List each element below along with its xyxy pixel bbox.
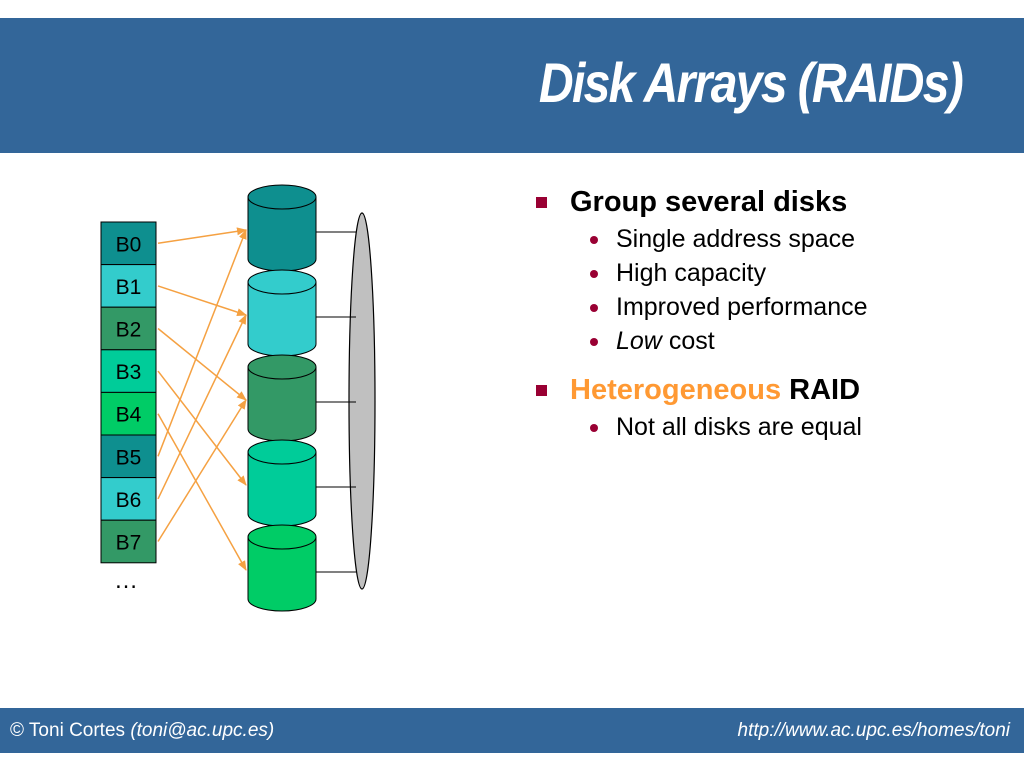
bullet-title-highlight: Heterogeneous [570, 374, 782, 406]
block-label: B3 [116, 361, 142, 384]
sub-bullet-emphasis: Low [616, 327, 662, 355]
sub-bullet-text: High capacity [616, 259, 767, 287]
block-cell [100, 391, 157, 436]
dot-bullet-icon [590, 424, 598, 432]
block-cell [100, 306, 157, 351]
bullet-title: RAID [781, 374, 861, 406]
bus-ellipse [348, 212, 376, 590]
bullet-list: Group several disks Single address space… [532, 182, 1012, 444]
square-bullet-icon [536, 385, 547, 396]
slide-title: Disk Arrays (RAIDs) [538, 51, 964, 114]
block-label: B2 [116, 319, 142, 342]
disk-top [247, 354, 317, 380]
block-label: B6 [116, 489, 142, 512]
disk-top [247, 524, 317, 550]
sub-bullet: Improved performance [532, 290, 1012, 324]
block-cell [100, 349, 157, 393]
sub-bullet-text: Not all disks are equal [616, 413, 862, 441]
block-cell [100, 519, 157, 564]
mapping-arrow [157, 229, 247, 457]
disk-top [247, 439, 317, 465]
block-cell [100, 477, 157, 521]
footer-author: © Toni Cortes (toni@ac.upc.es) [10, 720, 274, 742]
sub-bullet: Not all disks are equal [532, 410, 1012, 444]
block-label: B0 [116, 233, 142, 256]
dot-bullet-icon [590, 270, 598, 278]
block-label: B7 [116, 532, 142, 555]
disk-body [247, 537, 317, 612]
sub-bullet-text: cost [661, 327, 715, 355]
mapping-arrow [157, 285, 247, 316]
block-ellipsis: … [114, 567, 138, 594]
block-cell [100, 264, 157, 308]
block-label: B4 [116, 404, 142, 427]
dot-bullet-icon [590, 304, 598, 312]
mapping-arrow [157, 370, 247, 486]
footer-email: (toni@ac.upc.es) [130, 720, 275, 741]
sub-bullet: Low cost [532, 324, 1012, 358]
block-cell [100, 434, 157, 479]
sub-bullet-text: Improved performance [616, 293, 868, 321]
mapping-arrow [157, 327, 247, 401]
sub-bullet: Single address space [532, 222, 1012, 256]
sub-bullet-text: Single address space [616, 225, 856, 253]
block-label: B5 [116, 446, 142, 469]
block-label: B1 [116, 276, 142, 299]
mapping-arrow [157, 399, 247, 542]
header-band [0, 18, 1024, 153]
mapping-arrow [157, 227, 247, 245]
bullet-title: Group several disks [570, 186, 848, 218]
square-bullet-icon [536, 197, 547, 208]
sub-bullet: High capacity [532, 256, 1012, 290]
footer-band [0, 708, 1024, 753]
footer-name: © Toni Cortes [10, 720, 126, 741]
disk-top [247, 184, 317, 210]
footer-url: http://www.ac.upc.es/homes/toni [737, 720, 1010, 741]
mapping-arrow [157, 314, 247, 500]
bullet-group-disks: Group several disks [532, 182, 1012, 222]
mapping-arrow [157, 413, 247, 571]
dot-bullet-icon [590, 338, 598, 346]
dot-bullet-icon [590, 236, 598, 244]
bullet-heterogeneous-raid: Heterogeneous RAID [532, 370, 1012, 410]
block-cell [100, 221, 157, 266]
disk-top [247, 269, 317, 295]
